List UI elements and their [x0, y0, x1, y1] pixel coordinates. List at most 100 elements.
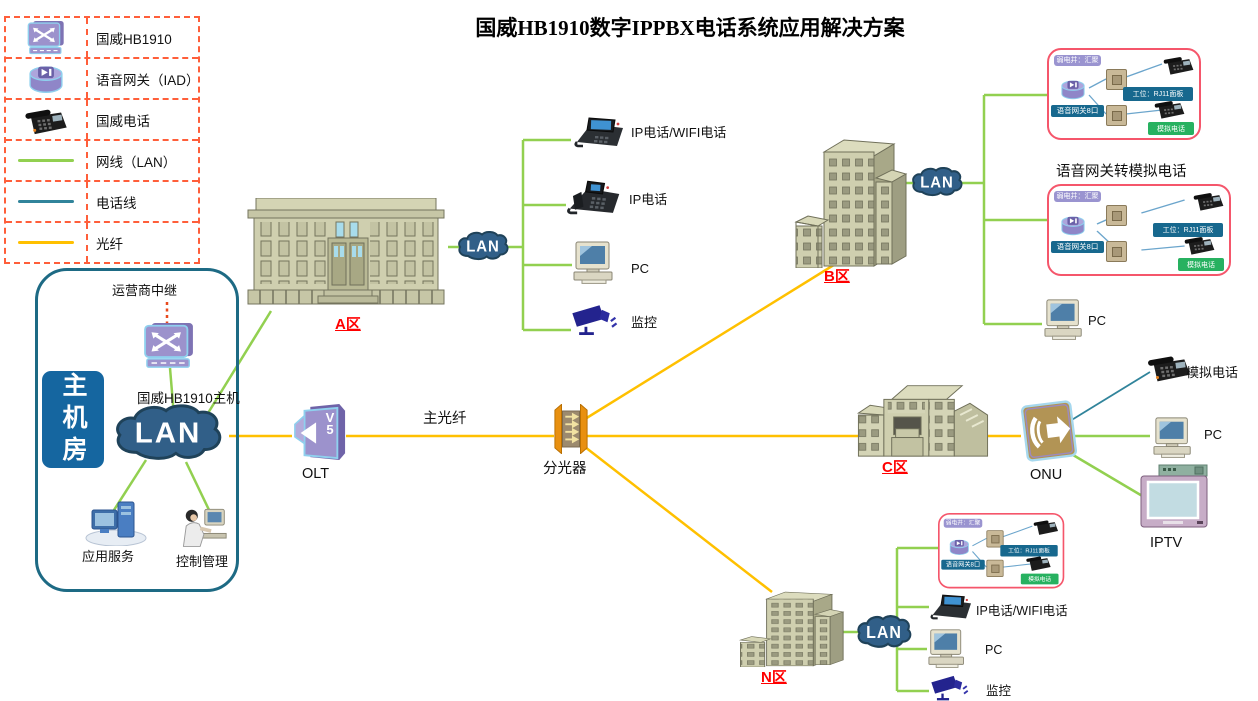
rj11-wall-plate-icon [986, 559, 1004, 577]
analog-phone-icon [1146, 350, 1192, 384]
ip-phone-icon [566, 175, 622, 215]
gateway-ports-label: 语音网关8口 [1051, 241, 1104, 253]
zone-n-lan-label: LAN [866, 622, 902, 642]
host-label: 国威HB1910主机 [137, 391, 240, 406]
voice-gateway-iad-icon [6, 59, 88, 98]
riser-label: 弱电井：汇聚 [1054, 191, 1101, 203]
zone-a-lan-cloud: LAN [455, 230, 511, 262]
phone-line-swatch [6, 182, 88, 221]
phone-line-onu-analog [1069, 371, 1151, 422]
workstation-label: 工位：RJ11面板 [1000, 544, 1058, 557]
ip-wifi-phone-icon [572, 112, 626, 148]
pc-icon [1041, 298, 1089, 340]
pc-icon [1150, 416, 1198, 458]
pc-icon [926, 628, 970, 668]
voice-gateway-box: 弱电井：汇聚 语音网关8口 工位：RJ11面板 模拟电话 [1047, 184, 1231, 276]
cctv-camera-icon [570, 303, 620, 337]
voice-gateway-box: 弱电井：汇聚 语音网关8口 工位：RJ11面板 模拟电话 [1047, 48, 1201, 140]
zone-b-pc-label: PC [1088, 313, 1107, 328]
app-server-icon [84, 498, 148, 546]
zone-b-lan-label: LAN [920, 174, 953, 192]
rj11-wall-plate-icon [1106, 105, 1127, 126]
zone-b-lan-cloud: LAN [909, 166, 965, 198]
legend-row: 语音网关（IAD） [6, 59, 200, 100]
rj11-wall-plate-icon [986, 530, 1004, 548]
legend-row: 电话线 [6, 182, 198, 223]
room-label: 主机房 [59, 371, 87, 468]
zone-a-device-label: 监控 [631, 315, 658, 330]
analog-phone-icon [1192, 189, 1225, 212]
olt-icon [291, 403, 347, 463]
gateway-caption: 语音网关转模拟电话 [1056, 164, 1187, 180]
zone-b-label: B区 [824, 268, 850, 285]
zone-n-label: N区 [761, 669, 787, 686]
app-server-label: 应用服务 [82, 549, 135, 564]
voice-gateway-iad-icon [1058, 79, 1088, 100]
cctv-camera-icon [928, 674, 972, 701]
zone-n-building [733, 585, 845, 667]
legend-label: 国威HB1910 [96, 31, 172, 47]
riser-label: 弱电井：汇聚 [1054, 55, 1101, 67]
legend-row: 国威电话 [6, 100, 198, 141]
rj11-wall-plate-icon [1106, 205, 1127, 226]
zone-b-building [788, 128, 908, 268]
splitter-icon [553, 404, 589, 454]
main-fiber-label: 主光纤 [423, 411, 467, 427]
zone-c-analog-label: 模拟电话 [1186, 365, 1239, 380]
zone-c-building [856, 372, 990, 462]
analog-phone-label: 模拟电话 [1148, 122, 1194, 135]
legend-row: 国威HB1910 [6, 18, 198, 59]
voice-gateway-iad-icon [947, 538, 972, 556]
olt-glyph: V5 [325, 410, 335, 438]
control-label: 控制管理 [176, 554, 229, 569]
desk-phone-icon [6, 100, 88, 139]
hub-lan-cloud: LAN [109, 402, 227, 464]
legend-row: 网线（LAN） [6, 141, 198, 182]
rj11-wall-plate-icon [1106, 69, 1127, 90]
analog-phone-icon [1032, 517, 1059, 536]
gateway-ports-label: 语音网关8口 [1051, 105, 1104, 117]
zone-n-device-label: 监控 [986, 684, 1012, 698]
onu-icon [1019, 399, 1079, 463]
hb1910-switch-icon [6, 18, 88, 57]
rj11-wall-plate-icon [1106, 241, 1127, 262]
zone-c-pc-label: PC [1204, 427, 1223, 442]
zone-a-device-label: PC [631, 261, 650, 276]
pc-icon [572, 240, 618, 284]
diagram-title: 国威HB1910数字IPPBX电话系统应用解决方案 [475, 16, 905, 40]
iptv-tv-icon [1139, 464, 1215, 532]
ip-wifi-phone-icon [928, 590, 974, 620]
workstation-label: 工位：RJ11面板 [1123, 87, 1193, 101]
zone-a-lan-label: LAN [466, 238, 499, 256]
legend-label: 网线（LAN） [96, 154, 177, 170]
control-operator-icon [176, 505, 228, 547]
analog-phone-icon [1162, 53, 1195, 76]
gateway-ports-label: 语音网关8口 [941, 559, 985, 570]
onu-label: ONU [1030, 467, 1063, 483]
analog-phone-label: 模拟电话 [1178, 258, 1224, 271]
workstation-label: 工位：RJ11面板 [1153, 223, 1223, 237]
zone-n-device-label: PC [985, 643, 1003, 657]
lan-line-swatch [6, 141, 88, 180]
zone-a-device-label: IP电话 [629, 192, 668, 207]
hub-room-container [35, 268, 239, 592]
voice-gateway-box: 弱电井：汇聚 语音网关8口 工位：RJ11面板 模拟电话 [938, 513, 1065, 589]
hb1910-host-icon [143, 323, 195, 369]
analog-phone-label: 模拟电话 [1020, 573, 1059, 585]
trunk-label: 运营商中继 [112, 283, 178, 298]
zone-n-lan-cloud: LAN [854, 614, 914, 650]
voice-gateway-iad-icon [1058, 215, 1088, 236]
olt-label: OLT [302, 466, 330, 482]
zone-a-device-label: IP电话/WIFI电话 [631, 125, 727, 140]
riser-label: 弱电井：汇聚 [943, 518, 983, 528]
room-tag: 主机房 [42, 371, 104, 468]
hub-lan-label: LAN [135, 417, 202, 450]
splitter-label: 分光器 [543, 461, 587, 477]
zone-c-label: C区 [882, 459, 908, 476]
legend-row: 光纤 [6, 223, 198, 262]
fiber-line-swatch [6, 223, 88, 262]
zone-n-device-label: IP电话/WIFI电话 [976, 604, 1068, 618]
gateway-internal-lines [972, 525, 1033, 568]
legend-table: 国威HB1910 语音网关（IAD） 国威电话 网线（LAN） 电话线 光纤 [4, 16, 200, 264]
